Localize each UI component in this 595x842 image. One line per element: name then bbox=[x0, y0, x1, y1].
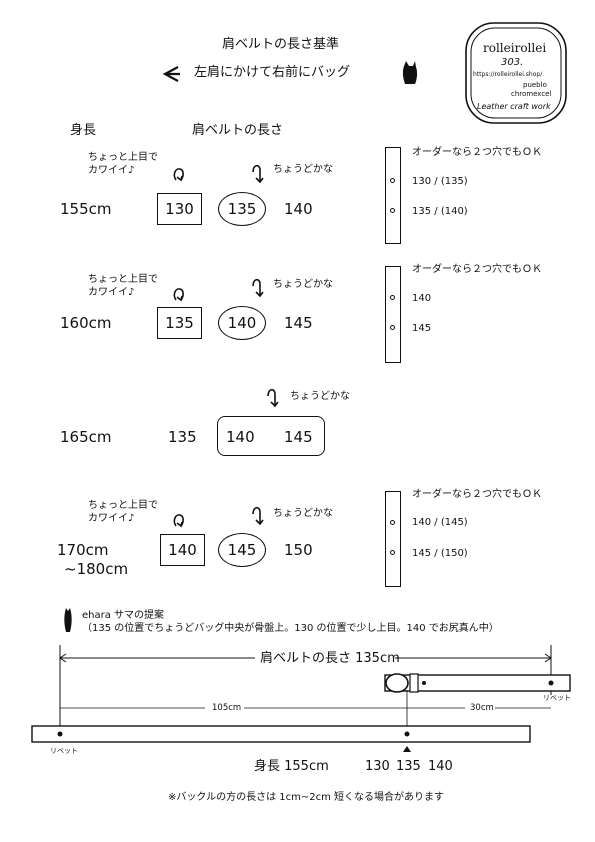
value-box: 130 bbox=[157, 193, 202, 225]
value-box: 140 bbox=[160, 534, 205, 566]
value-text: 145 bbox=[284, 314, 313, 332]
order-option: 140 / (145) bbox=[412, 517, 468, 528]
logo-brand: rolleirollei bbox=[483, 41, 547, 55]
height-value: 155cm bbox=[60, 200, 112, 218]
distance-30: 30cm bbox=[470, 703, 494, 713]
proposal-title: ehara サマの提案 bbox=[82, 610, 165, 621]
page-title: 肩ベルトの長さ基準 bbox=[222, 37, 340, 52]
rivet-label: リベット bbox=[50, 747, 78, 755]
down-arrow-icon bbox=[252, 278, 264, 298]
just-label: ちょうどかな bbox=[273, 508, 333, 519]
value-ellipse: 145 bbox=[218, 533, 266, 567]
just-label: ちょうどかな bbox=[290, 391, 350, 402]
value-text: 140 bbox=[226, 428, 255, 446]
height-value: 170cm bbox=[57, 541, 109, 559]
cat-icon bbox=[402, 61, 418, 84]
proposal-note: （135 の位置でちょうどバッグ中央が骨盤上。130 の位置で少し上目。140 … bbox=[82, 623, 499, 634]
logo-number: 303. bbox=[501, 57, 524, 68]
down-arrow-icon bbox=[267, 388, 279, 408]
cute-label: ちょっと上目で カワイイ♪ bbox=[88, 152, 158, 176]
height-value: 165cm bbox=[60, 428, 112, 446]
distance-105: 105cm bbox=[212, 703, 242, 713]
belt-hole bbox=[390, 295, 395, 300]
order-label: オーダーなら２つ穴でもＯＫ bbox=[412, 147, 542, 158]
logo-url: https://rolleirollei.shop/ bbox=[473, 71, 543, 78]
cute-label: ちょっと上目で カワイイ♪ bbox=[88, 274, 158, 298]
belt-strap bbox=[385, 147, 401, 244]
order-option: 145 / (150) bbox=[412, 548, 468, 559]
mark-130: 130 bbox=[365, 759, 390, 774]
cute-label: ちょっと上目で カワイイ♪ bbox=[88, 500, 158, 524]
belt-hole bbox=[390, 208, 395, 213]
value-text: 150 bbox=[284, 541, 313, 559]
belt-strap bbox=[385, 491, 401, 587]
belt-hole bbox=[390, 550, 395, 555]
rivet-label: リベット bbox=[543, 694, 571, 702]
logo-line1: pueblo bbox=[523, 81, 547, 89]
order-option: 140 bbox=[412, 293, 432, 304]
down-arrow-icon bbox=[252, 164, 264, 184]
belt-diagram bbox=[31, 645, 571, 752]
logo-line3: Leather craft work bbox=[477, 102, 551, 111]
column-header-belt: 肩ベルトの長さ bbox=[192, 123, 284, 138]
down-arrow-icon bbox=[252, 506, 264, 526]
height-value: 160cm bbox=[60, 314, 112, 332]
belt-hole bbox=[390, 178, 395, 183]
value-ellipse: 135 bbox=[218, 192, 266, 226]
order-option: 130 / (135) bbox=[412, 176, 468, 187]
belt-hole bbox=[390, 520, 395, 525]
value-text: 145 bbox=[284, 428, 313, 446]
rotate-arrow-icon bbox=[173, 514, 184, 528]
page-subtitle: 左肩にかけて右前にバッグ bbox=[194, 65, 351, 80]
rotate-arrow-icon bbox=[173, 288, 184, 302]
order-label: オーダーなら２つ穴でもＯＫ bbox=[412, 264, 542, 275]
mark-135: 135 bbox=[396, 759, 421, 774]
footer-note: ※バックルの方の長さは 1cm~2cm 短くなる場合があります bbox=[168, 792, 445, 803]
rotate-arrow-icon bbox=[173, 168, 184, 182]
arrow-left-icon bbox=[162, 66, 180, 82]
just-label: ちょうどかな bbox=[273, 279, 333, 290]
logo-line2: chromexcel bbox=[511, 90, 552, 98]
belt-length-label: 肩ベルトの長さ 135cm bbox=[260, 651, 400, 666]
just-label: ちょうどかな bbox=[273, 164, 333, 175]
value-box: 135 bbox=[157, 307, 202, 339]
belt-strap bbox=[385, 266, 401, 363]
diagram-height: 身長 155cm bbox=[254, 759, 329, 774]
mark-140: 140 bbox=[428, 759, 453, 774]
belt-hole bbox=[390, 325, 395, 330]
range-box bbox=[217, 416, 325, 456]
brand-logo: rolleirollei 303. https://rolleirollei.s… bbox=[463, 20, 569, 126]
order-option: 145 bbox=[412, 323, 432, 334]
value-text: 135 bbox=[168, 428, 197, 446]
order-label: オーダーなら２つ穴でもＯＫ bbox=[412, 489, 542, 500]
cat-icon bbox=[64, 608, 72, 632]
height-value-upper: ~180cm bbox=[64, 560, 129, 578]
column-header-height: 身長 bbox=[70, 123, 97, 138]
order-option: 135 / (140) bbox=[412, 206, 468, 217]
value-ellipse: 140 bbox=[218, 306, 266, 340]
value-text: 140 bbox=[284, 200, 313, 218]
